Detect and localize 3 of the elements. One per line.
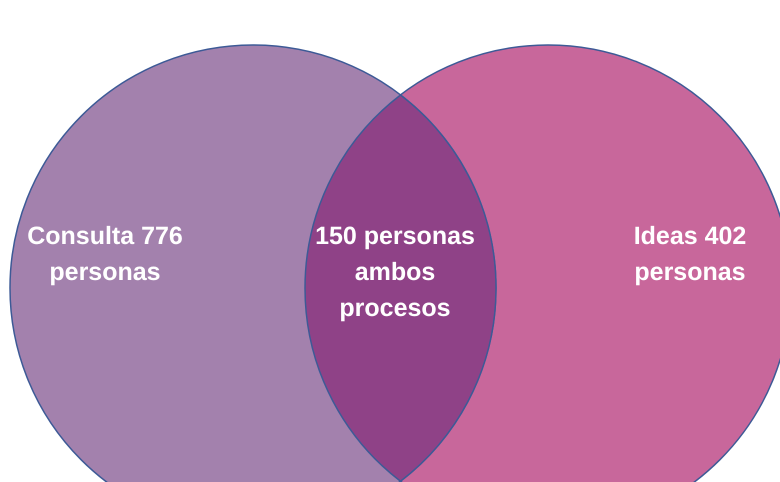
set-label: 150 personas ambos procesos [314, 220, 476, 324]
set-label: Ideas 402 personas [632, 221, 748, 288]
set-label: Consulta 776 personas [26, 221, 184, 288]
